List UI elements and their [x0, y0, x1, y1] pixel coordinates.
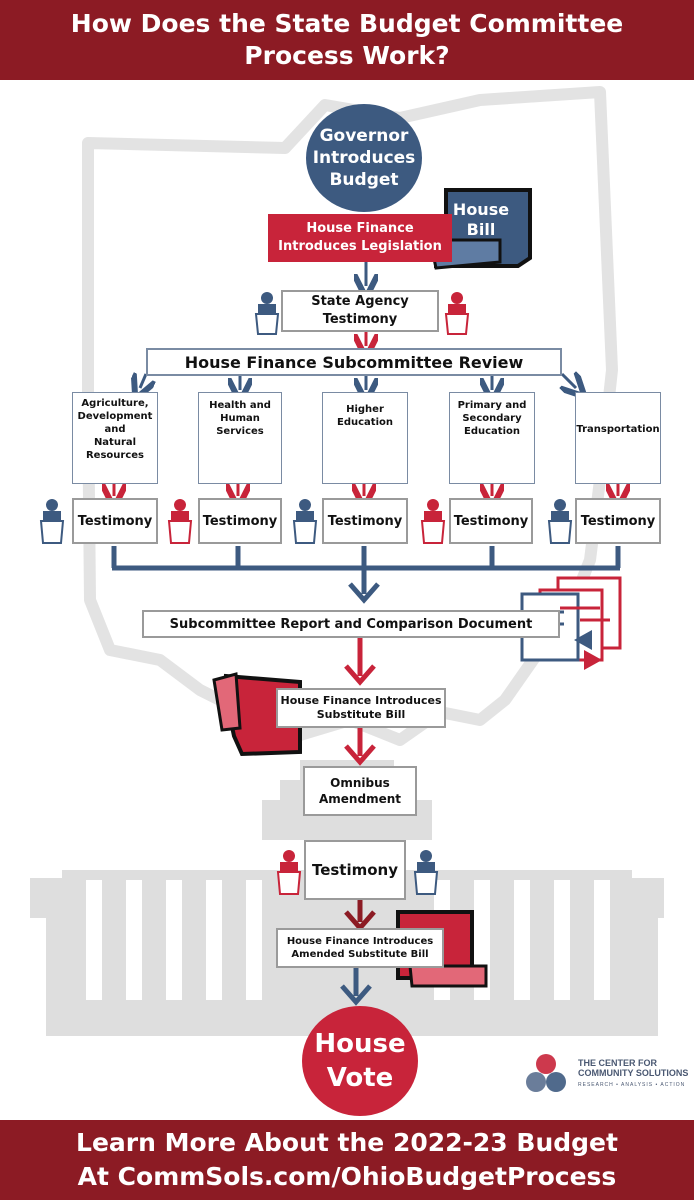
testimony-box-1: Testimony: [72, 498, 158, 544]
category-primary-line-2: Secondary: [462, 413, 522, 424]
testimony-box-4: Testimony: [449, 498, 533, 544]
category-primary-line-1: Primary and: [457, 400, 527, 411]
substitute-bill-box: House Finance Introduces Substitute Bill: [276, 688, 446, 728]
house-finance-line-1: House Finance: [306, 221, 414, 236]
category-higher-ed-line-1: Higher: [346, 404, 384, 415]
subcommittee-review-box: House Finance Subcommittee Review: [146, 348, 562, 376]
category-health-line-1: Health and: [209, 400, 271, 411]
category-higher-education: Higher Education: [322, 392, 408, 484]
testimony-box-2: Testimony: [198, 498, 282, 544]
governor-circle: Governor Introduces Budget: [306, 104, 422, 212]
governor-line-3: Budget: [329, 170, 399, 190]
footer-banner: Learn More About the 2022-23 Budget At C…: [0, 1120, 694, 1200]
house-bill-label: House Bill: [448, 200, 514, 240]
logo-text: THE CENTER FOR COMMUNITY SOLUTIONS: [578, 1058, 688, 1078]
category-transportation: Transportation: [575, 392, 661, 484]
category-higher-ed-line-2: Education: [337, 417, 393, 428]
category-primary-education: Primary and Secondary Education: [449, 392, 535, 484]
title-line-1: How Does the State Budget Committee: [70, 9, 624, 38]
category-agriculture-line-3: and: [104, 424, 126, 435]
footer-line-2: At CommSols.com/OhioBudgetProcess: [77, 1162, 617, 1191]
house-vote-line-1: House: [314, 1029, 406, 1059]
category-health: Health and Human Services: [198, 392, 282, 484]
category-agriculture-line-4: Natural: [93, 437, 137, 448]
category-health-line-3: Services: [216, 426, 264, 437]
logo-tagline: RESEARCH • ANALYSIS • ACTION: [578, 1082, 686, 1088]
house-vote-line-2: Vote: [326, 1063, 394, 1093]
amended-line-1: House Finance Introduces: [286, 936, 434, 947]
title-line-2: Process Work?: [244, 41, 450, 70]
amended-line-2: Amended Substitute Bill: [291, 949, 429, 960]
subcommittee-report-box: Subcommittee Report and Comparison Docum…: [142, 610, 560, 638]
final-testimony-box: Testimony: [304, 840, 406, 900]
house-finance-introduces-box: House Finance Introduces Legislation: [268, 214, 452, 262]
community-solutions-logo: [526, 1054, 566, 1092]
state-agency-testimony-box: State Agency Testimony: [281, 290, 439, 332]
header-banner: How Does the State Budget Committee Proc…: [0, 0, 694, 80]
logo-line-2: COMMUNITY SOLUTIONS: [578, 1068, 689, 1078]
substitute-line-1: House Finance Introduces: [280, 694, 442, 707]
house-vote-circle: House Vote: [302, 1006, 418, 1116]
governor-line-2: Introduces: [312, 148, 416, 168]
testimony-box-3: Testimony: [322, 498, 408, 544]
house-bill-line-1: House: [452, 200, 510, 219]
omnibus-amendment-box: Omnibus Amendment: [303, 766, 417, 816]
category-transportation-line-1: Transportation: [576, 424, 660, 435]
ohio-outline-icon: [82, 86, 618, 746]
category-agriculture-line-1: Agriculture,: [81, 398, 149, 409]
category-agriculture-line-5: Resources: [85, 450, 145, 461]
omnibus-line-1: Omnibus: [330, 776, 390, 790]
governor-line-1: Governor: [319, 126, 409, 146]
state-agency-line-2: Testimony: [322, 312, 398, 327]
testimony-box-5: Testimony: [575, 498, 661, 544]
amended-substitute-box: House Finance Introduces Amended Substit…: [276, 928, 444, 968]
footer-line-1: Learn More About the 2022-23 Budget: [76, 1128, 618, 1157]
category-agriculture: Agriculture, Development and Natural Res…: [72, 392, 158, 484]
category-agriculture-line-2: Development: [77, 411, 153, 422]
house-bill-line-2: Bill: [466, 220, 496, 239]
substitute-line-2: Substitute Bill: [316, 708, 406, 721]
category-primary-line-3: Education: [464, 426, 520, 437]
category-health-line-2: Human: [220, 413, 260, 424]
house-finance-line-2: Introduces Legislation: [278, 239, 442, 254]
omnibus-line-2: Amendment: [319, 792, 401, 806]
state-agency-line-1: State Agency: [311, 294, 409, 309]
logo-line-1: THE CENTER FOR: [578, 1058, 658, 1068]
